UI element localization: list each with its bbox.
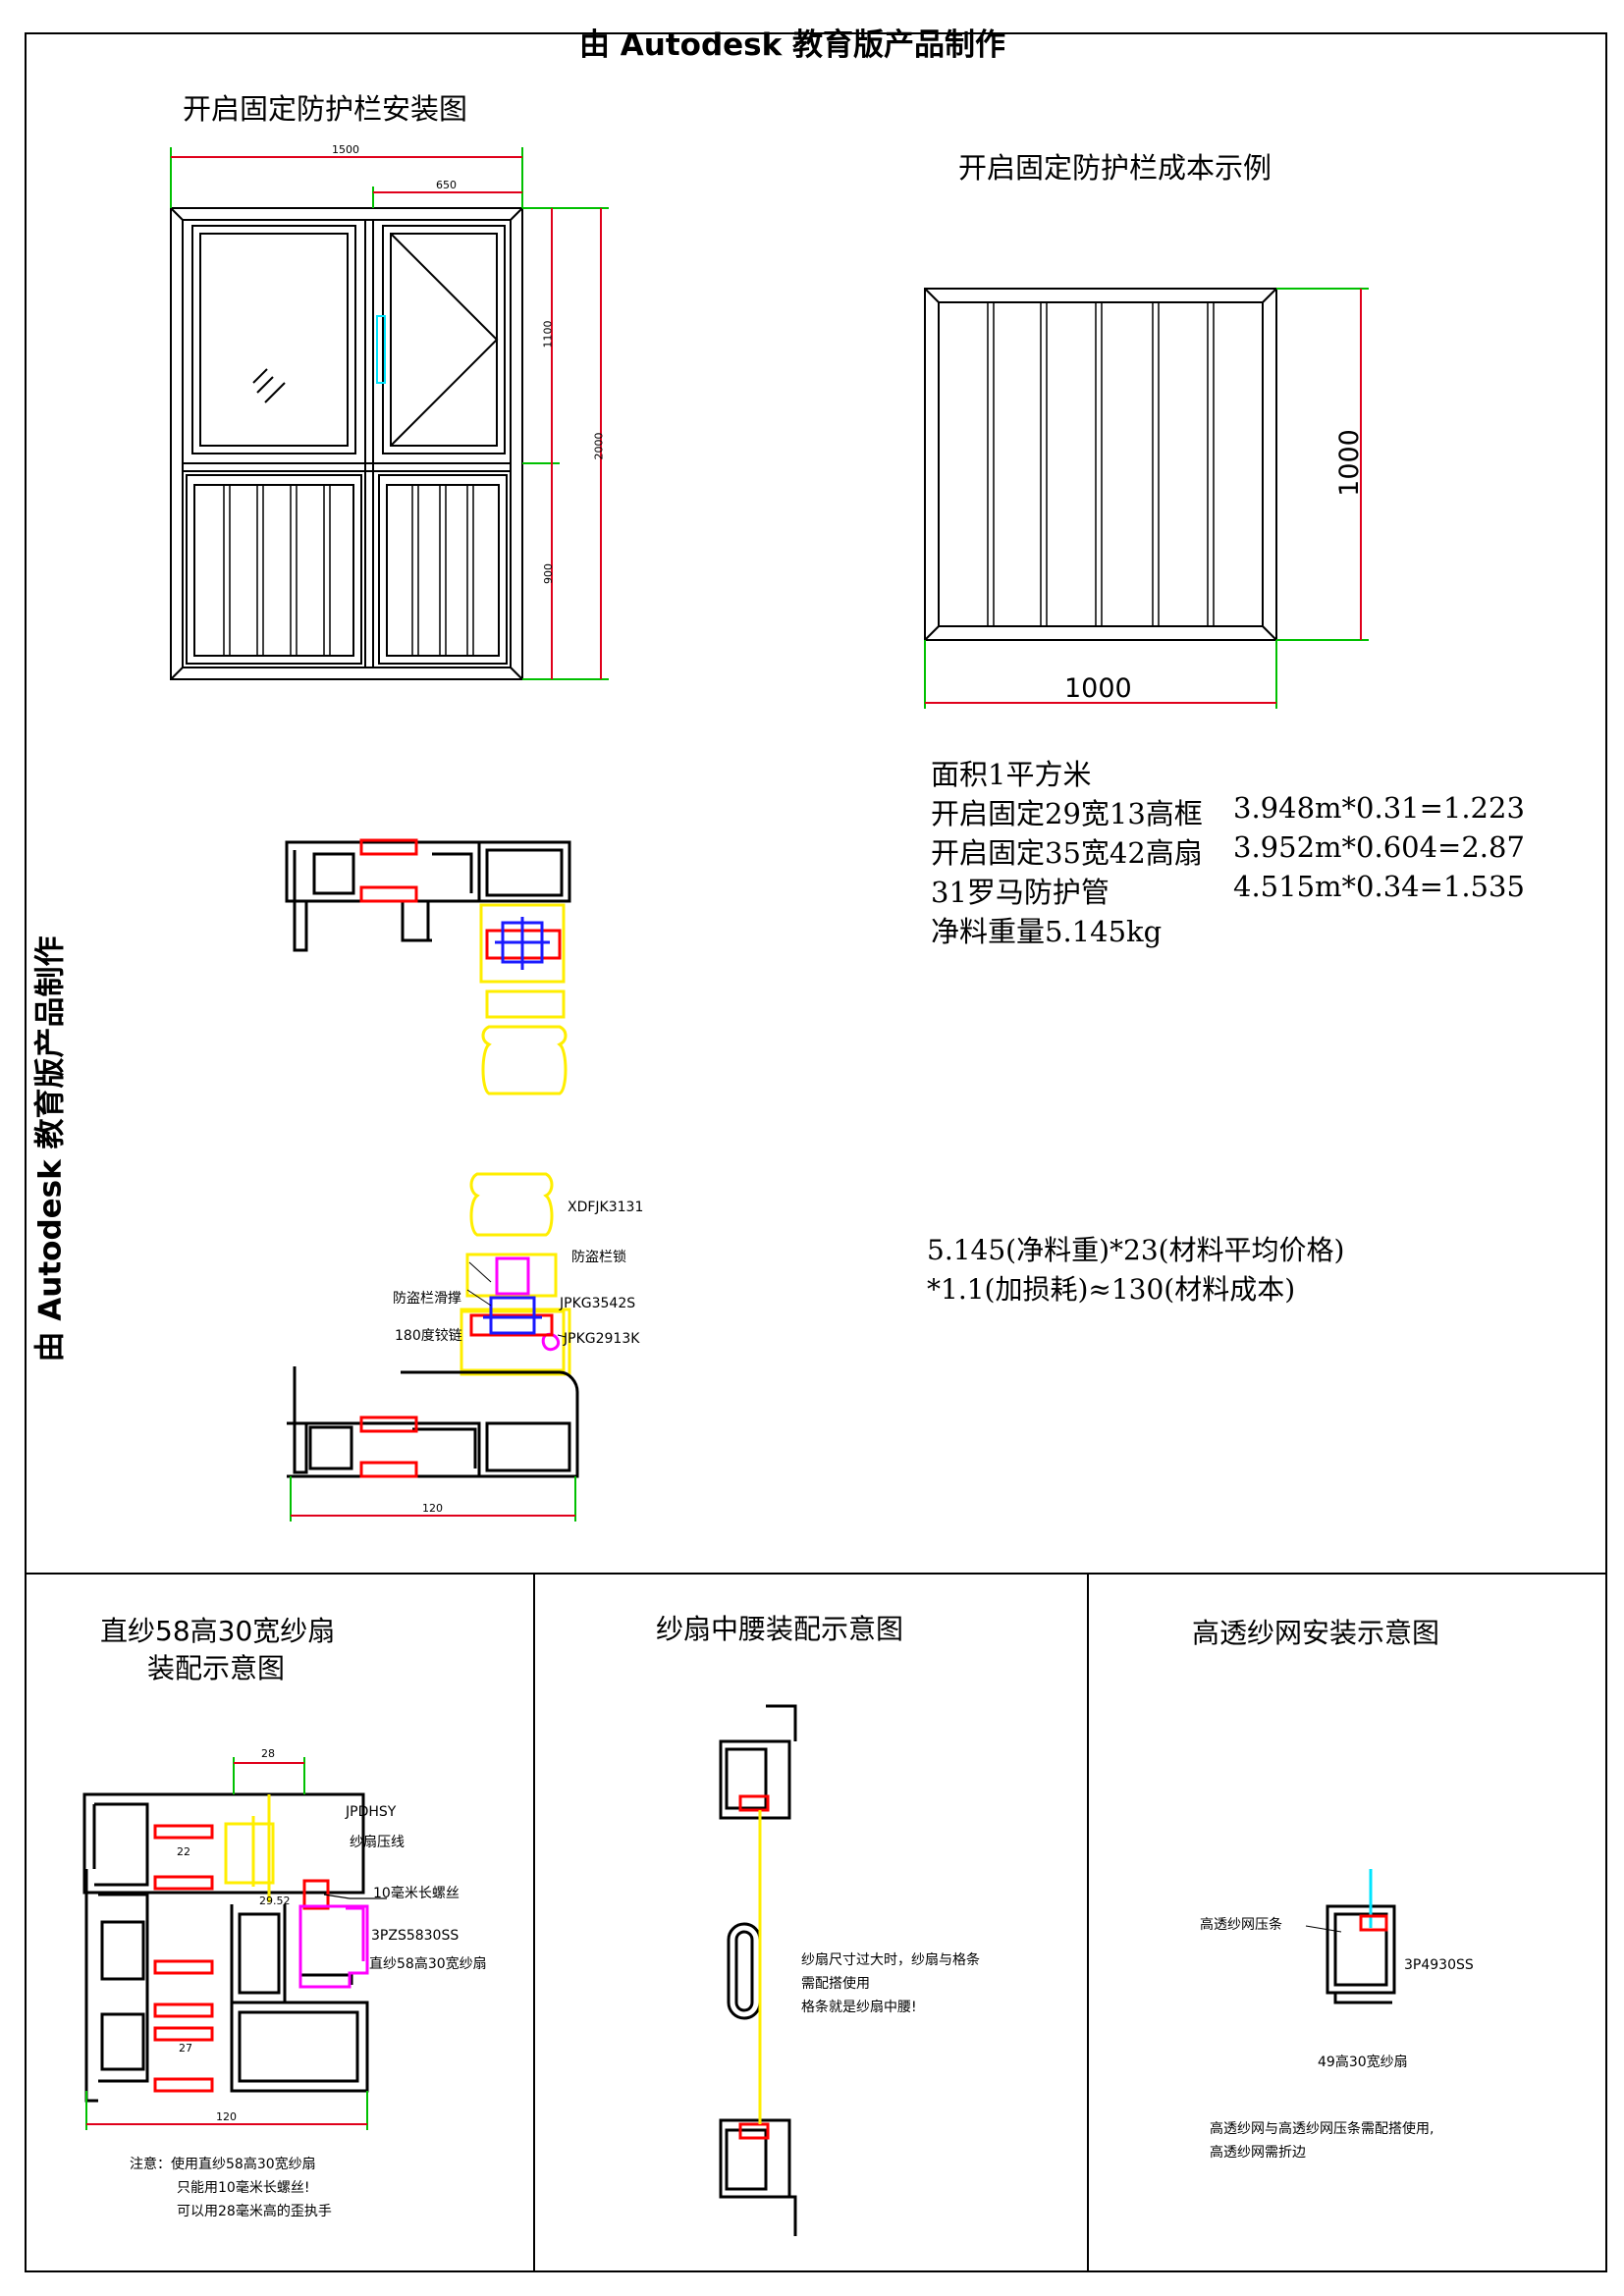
cost-line-5: 净料重量5.145kg xyxy=(931,915,1163,948)
p1-dim-22: 22 xyxy=(177,1845,190,1858)
panel1-title-1: 直纱58高30宽纱扇 xyxy=(100,1615,336,1647)
p3-label-sash: 49高30宽纱扇 xyxy=(1318,2055,1408,2070)
label-xdfjk: XDFJK3131 xyxy=(568,1200,644,1215)
p1-label-press-line: 纱扇压线 xyxy=(350,1835,405,1850)
dim-total-height: 2000 xyxy=(592,432,606,460)
p1-label-jpdhsy: JPDHSY xyxy=(346,1804,397,1820)
p1-note-3: 可以用28毫米高的歪执手 xyxy=(177,2204,332,2219)
screen-mesh-detail xyxy=(1305,1869,1396,2004)
panel3-title: 高透纱网安装示意图 xyxy=(1192,1617,1440,1649)
p1-dim-2952: 29.52 xyxy=(259,1895,291,1907)
panel1-title-2: 装配示意图 xyxy=(147,1652,286,1684)
p1-label-screw: 10毫米长螺丝 xyxy=(373,1886,460,1901)
label-jpkg2913: JPKG2913K xyxy=(564,1331,640,1347)
p2-note-2: 需配搭使用 xyxy=(801,1976,870,1992)
p3-note-2: 高透纱网需折边 xyxy=(1210,2145,1306,2161)
door-elevation xyxy=(170,207,523,680)
label-hinge: 180度铰链 xyxy=(395,1328,462,1344)
p1-dim-28: 28 xyxy=(261,1747,275,1760)
p3-note-1: 高透纱网与高透纱网压条需配搭使用, xyxy=(1210,2121,1435,2137)
section-detail-upper xyxy=(285,838,571,1095)
watermark-left: 由 Autodesk 教育版产品制作 xyxy=(32,935,69,1362)
install-title: 开启固定防护栏安装图 xyxy=(183,92,468,126)
section-detail-lower xyxy=(287,1172,579,1522)
p3-label-profile: 3P4930SS xyxy=(1404,1957,1474,1973)
p2-note-3: 格条就是纱扇中腰! xyxy=(801,2000,917,2015)
panel2-title: 纱扇中腰装配示意图 xyxy=(656,1613,904,1645)
p1-label-sash: 直纱58高30宽纱扇 xyxy=(369,1956,487,1972)
cost-title: 开启固定防护栏成本示例 xyxy=(958,151,1272,185)
dim-right-width: 650 xyxy=(436,179,457,191)
p3-label-press: 高透纱网压条 xyxy=(1200,1917,1282,1933)
mid-rail-detail xyxy=(719,1704,797,2236)
door-dimensions xyxy=(170,147,609,680)
dim-upper-height: 1100 xyxy=(541,320,555,348)
square-width: 1000 xyxy=(1064,673,1132,704)
square-height: 1000 xyxy=(1333,429,1365,497)
p1-note-1: 注意：使用直纱58高30宽纱扇 xyxy=(130,2157,316,2172)
label-lock: 防盗栏锁 xyxy=(571,1250,626,1265)
sheet-border xyxy=(25,32,1607,2272)
dim-lower-height: 900 xyxy=(542,563,555,584)
label-slide: 防盗栏滑撑 xyxy=(393,1291,461,1307)
p1-label-profile: 3PZS5830SS xyxy=(371,1928,460,1944)
p1-dim-120: 120 xyxy=(216,2110,237,2123)
dim-total-width: 1500 xyxy=(332,143,359,156)
formula-line-1: 5.145(净料重)*23(材料平均价格) xyxy=(927,1234,1345,1266)
label-w120: 120 xyxy=(422,1502,443,1515)
label-jpkg3542: JPKG3542S xyxy=(560,1296,636,1311)
cost-line-1: 面积1平方米 xyxy=(931,758,1092,791)
p1-dim-27: 27 xyxy=(179,2042,192,2055)
screen-sash-detail xyxy=(82,1757,387,2130)
guard-elevation xyxy=(924,288,1369,709)
p2-note-1: 纱扇尺寸过大时，纱扇与格条 xyxy=(801,1952,980,1968)
watermark-top: 由 Autodesk 教育版产品制作 xyxy=(579,27,1006,63)
p1-note-2: 只能用10毫米长螺丝! xyxy=(177,2180,310,2196)
formula-line-2: *1.1(加损耗)≈130(材料成本) xyxy=(927,1273,1296,1306)
